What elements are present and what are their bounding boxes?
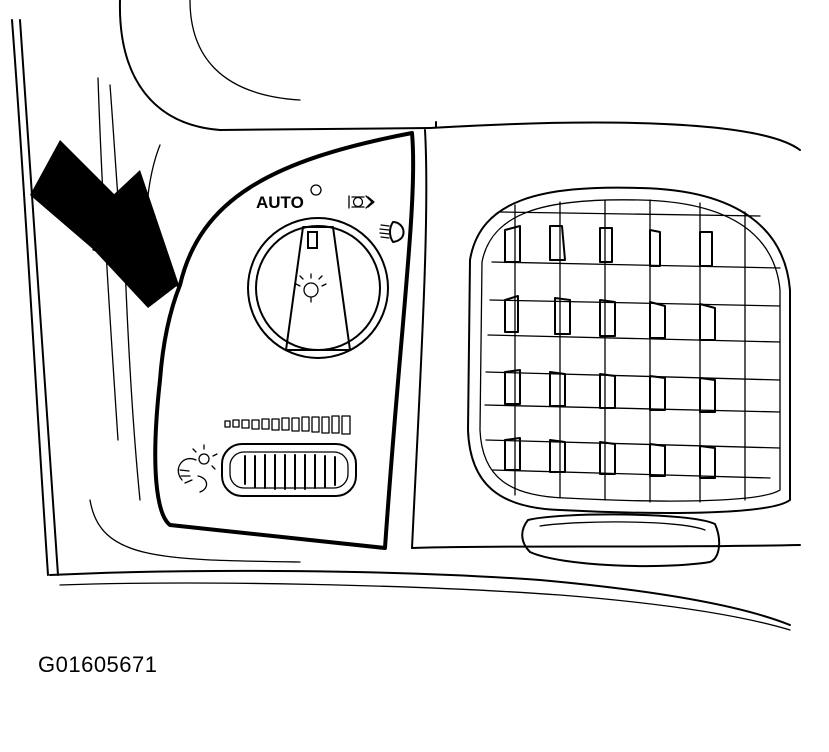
dimmer-level-scale [224,415,351,435]
light-bulb-icon [295,273,327,303]
figure-code: G01605671 [38,652,158,677]
arrow-icon [38,160,180,288]
small-circle-icon [310,184,322,196]
dimmer-icon [177,444,218,493]
auto-label: AUTO [256,193,304,212]
dimmer-thumbwheel [221,443,357,497]
dashboard-trim [11,0,801,631]
headlamp-switch-knob [247,217,389,359]
switch-bezel [153,129,801,550]
knob-indicator [307,231,318,249]
vent-adjuster-tab [521,513,721,568]
air-vent [467,186,791,514]
headlamp-icon [379,221,405,243]
parking-lamp-icon [348,195,375,209]
